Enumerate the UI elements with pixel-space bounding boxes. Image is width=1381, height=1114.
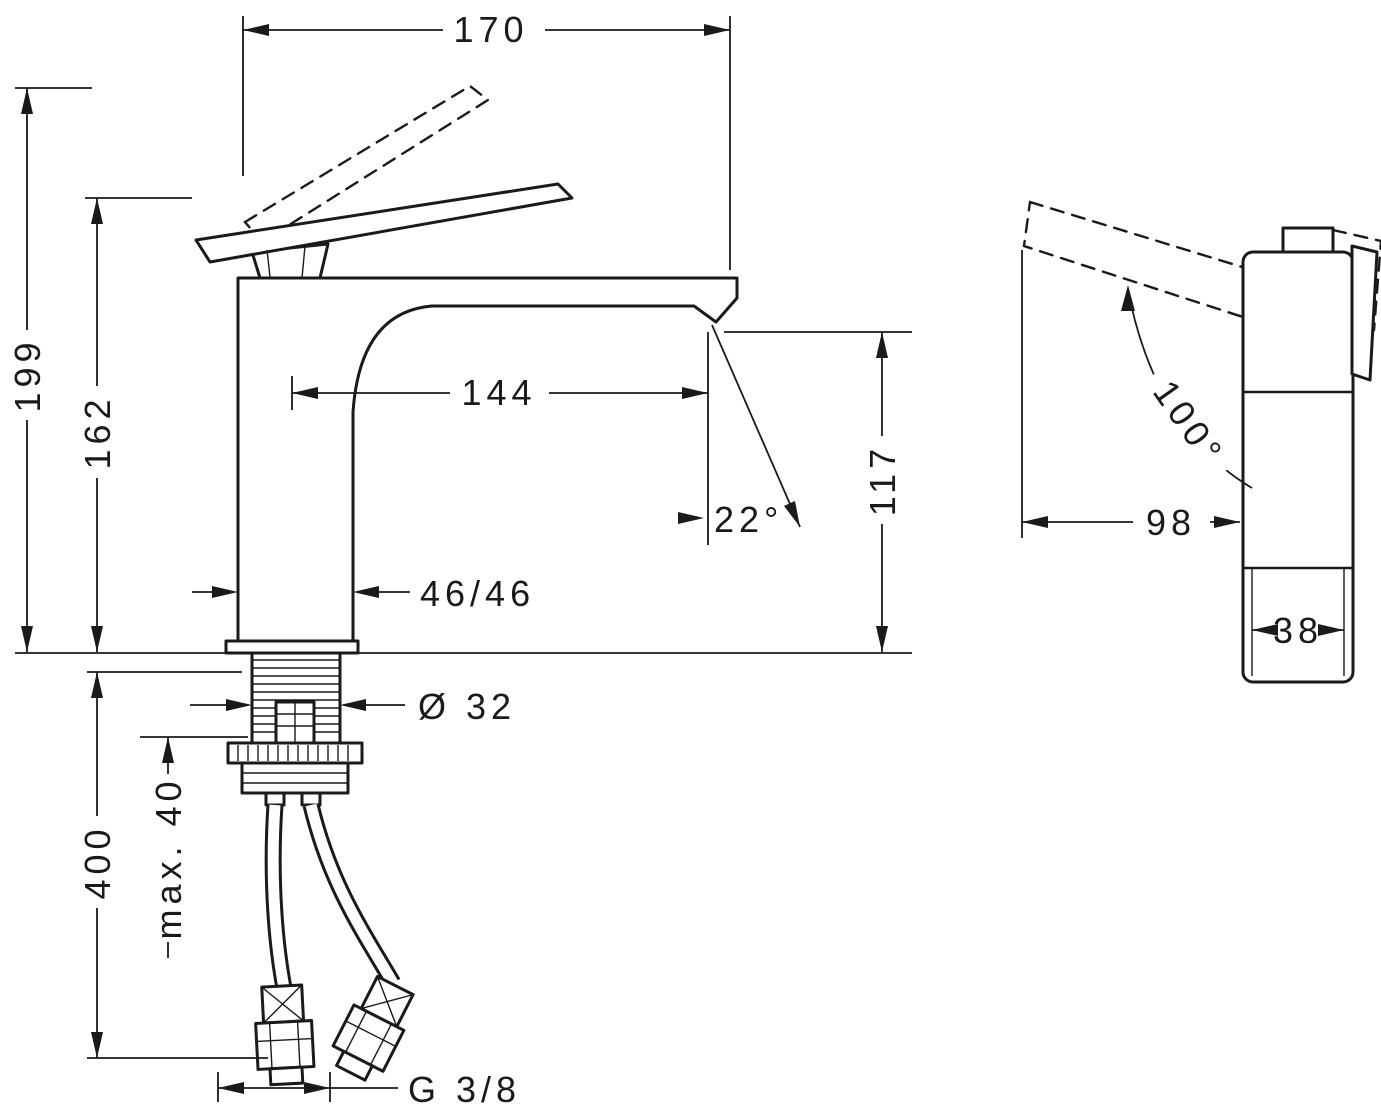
dim-spray-angle: 22°: [678, 324, 801, 540]
dim-overall-width: 170: [242, 9, 731, 270]
dim-38-label: 38: [1273, 610, 1323, 651]
dim-body-height: 162: [77, 197, 192, 652]
dim-144-label: 144: [461, 372, 536, 413]
side-view: 100° 98 38: [1021, 200, 1381, 684]
supply-hoses: [254, 803, 415, 1087]
dim-g38-label: G 3/8: [408, 1069, 521, 1110]
dim-22deg-label: 22°: [714, 499, 783, 540]
fixing-bolt-lines: [276, 702, 314, 743]
dim-spout-reach: 144: [291, 332, 709, 545]
mounting-nut: [240, 761, 350, 795]
dim-max40-label: max. 40: [148, 776, 189, 939]
faucet-front-outline: [194, 182, 739, 655]
hose-nipple-left: [264, 791, 286, 807]
hose-connector-left: [254, 983, 316, 1087]
dim-170-extensions: [242, 16, 731, 270]
dim-400-label: 400: [77, 824, 118, 899]
dim-32-label: Ø 32: [418, 686, 516, 727]
side-handle-cap: [1281, 226, 1335, 254]
base-plate: [224, 639, 360, 655]
dim-hose-length: 400: [77, 672, 268, 1059]
dim-162-label: 162: [77, 394, 118, 469]
pivot-detail-lines: [266, 245, 306, 279]
dim-depth: 98: [1021, 250, 1240, 543]
dim-100deg-label-bg: [1137, 361, 1241, 485]
side-handle-end-solid: [1350, 244, 1379, 382]
washer-ribs: [237, 745, 349, 761]
dim-199-label: 199: [7, 337, 48, 412]
dim-body-cross-section: 46/46: [192, 573, 535, 614]
front-view: 170 199 162 144: [7, 9, 912, 1110]
handle-lever-solid: [194, 182, 574, 264]
dim-overall-height: 199: [7, 87, 92, 652]
dim-outlet-height: 117: [724, 331, 912, 652]
dim-body-width: 38: [1252, 610, 1344, 651]
dim-max-mounting-thickness: max. 40: [140, 736, 248, 958]
side-handle-raised-dashed: [1022, 200, 1254, 320]
dim-shank-diameter: Ø 32: [190, 686, 516, 727]
dim-100deg-label: 100°: [1145, 373, 1233, 474]
dim-46-label: 46/46: [420, 573, 535, 614]
dim-170-label: 170: [453, 9, 528, 50]
hose-nipple-right: [300, 791, 322, 807]
mounting-assembly: [226, 651, 364, 807]
hose-connector-right: [331, 974, 415, 1082]
body-and-spout: [236, 276, 739, 655]
nut-lines: [242, 772, 348, 784]
dim-connection-thread: G 3/8: [217, 1069, 521, 1110]
side-body-inner-edges: [1251, 568, 1345, 676]
dim-handle-swivel-angle: 100°: [1121, 285, 1253, 489]
dim-98-label: 98: [1146, 502, 1196, 543]
dim-117-label: 117: [862, 444, 903, 516]
